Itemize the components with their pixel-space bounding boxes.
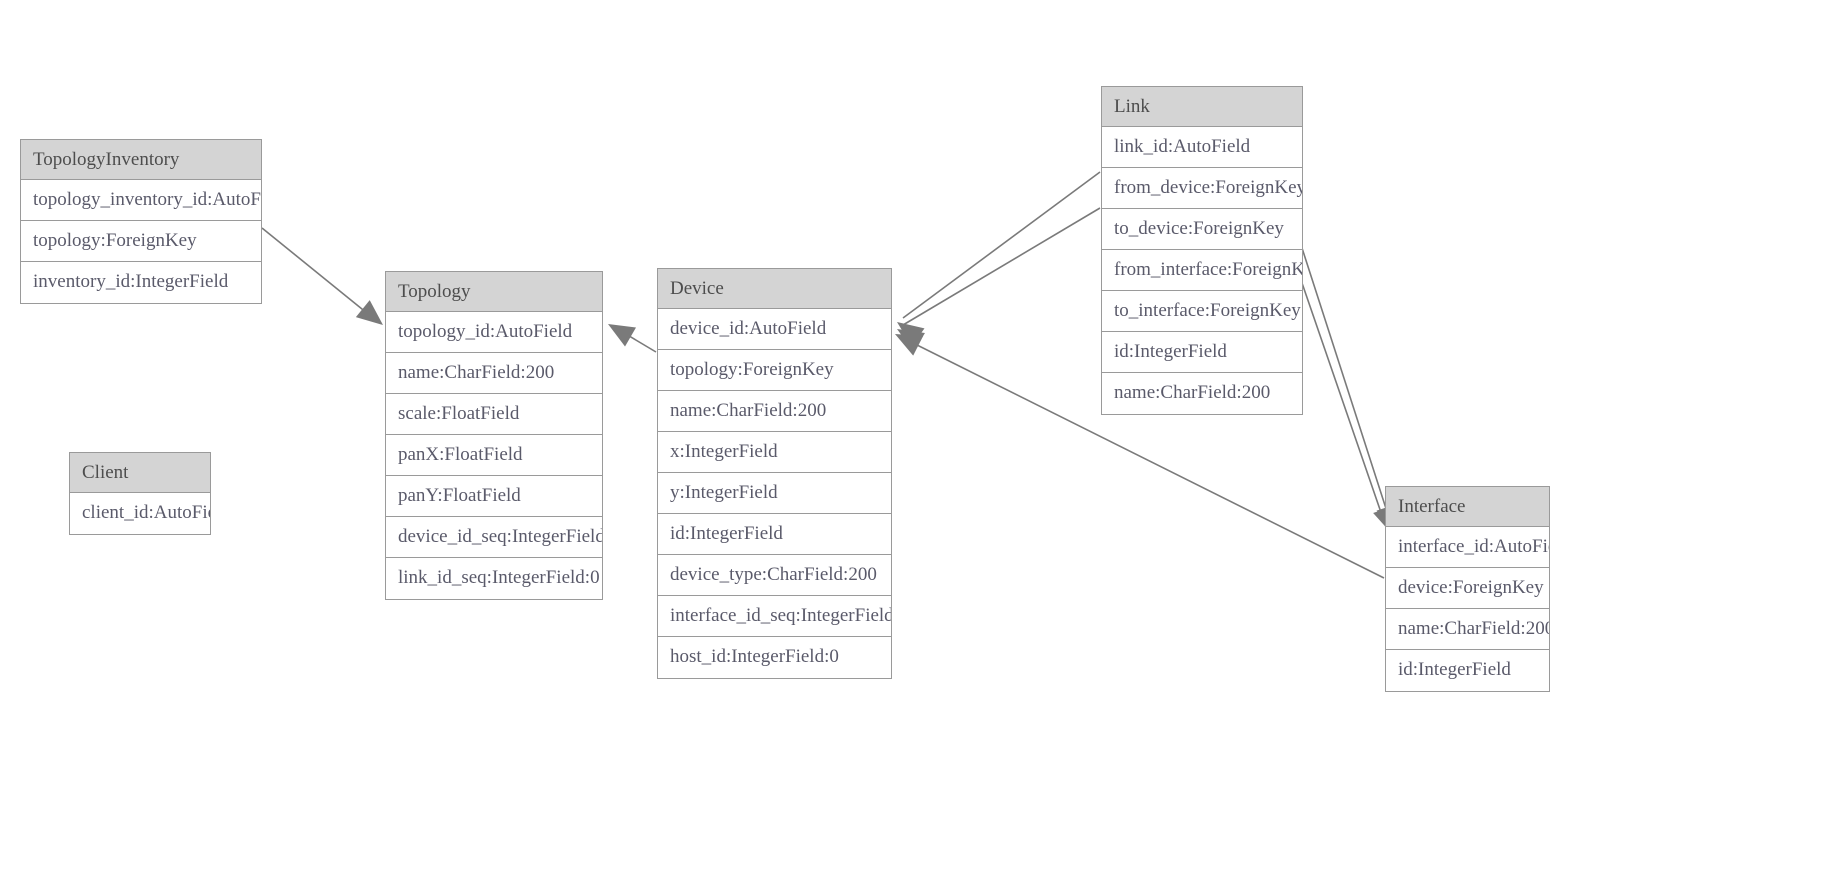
entity-title-topology-inventory: TopologyInventory	[21, 140, 261, 180]
entity-field[interactable]: name:CharField:200	[386, 353, 602, 394]
entity-client[interactable]: Client client_id:AutoField	[69, 452, 211, 535]
entity-title-client: Client	[70, 453, 210, 493]
entity-field[interactable]: from_device:ForeignKey	[1102, 168, 1302, 209]
entity-title-interface: Interface	[1386, 487, 1549, 527]
entity-field[interactable]: x:IntegerField	[658, 432, 891, 473]
entity-field[interactable]: panY:FloatField	[386, 476, 602, 517]
entity-field[interactable]: id:IntegerField	[658, 514, 891, 555]
arrowhead-icon	[897, 329, 925, 352]
edge-rel-link-todevice-device	[902, 207, 1101, 326]
entity-field[interactable]: from_interface:ForeignKey	[1102, 250, 1302, 291]
entity-field[interactable]: panX:FloatField	[386, 435, 602, 476]
entity-field[interactable]: name:CharField:200	[1114, 382, 1271, 403]
entity-field[interactable]: name:CharField:200	[1386, 609, 1549, 650]
edge-rel-link-frominterface-interface	[1301, 247, 1392, 525]
entity-field[interactable]: link_id:AutoField	[1102, 127, 1302, 168]
edge-rel-link-tointerface-interface	[1301, 282, 1387, 528]
entity-field[interactable]: device_id_seq:IntegerField:0	[386, 517, 602, 558]
entity-field[interactable]: interface_id_seq:IntegerField:0	[658, 596, 891, 637]
arrowhead-icon	[897, 322, 925, 347]
edge-rel-device-topology	[613, 326, 657, 353]
entity-title-link: Link	[1102, 87, 1302, 127]
arrowhead-icon	[608, 324, 637, 347]
entity-field[interactable]: link_id_seq:IntegerField:0	[398, 567, 600, 588]
entity-field[interactable]: device_id:AutoField	[658, 309, 891, 350]
entity-field[interactable]: to_interface:ForeignKey	[1102, 291, 1302, 332]
entity-field[interactable]: inventory_id:IntegerField	[33, 271, 229, 292]
entity-field[interactable]: topology_inventory_id:AutoField	[21, 180, 261, 221]
entity-field[interactable]: id:IntegerField	[1398, 659, 1511, 680]
entity-field[interactable]: interface_id:AutoField	[1386, 527, 1549, 568]
entity-interface[interactable]: Interfaceinterface_id:AutoFielddevice:Fo…	[1385, 486, 1550, 692]
entity-field[interactable]: device:ForeignKey	[1386, 568, 1549, 609]
entity-title-device: Device	[658, 269, 891, 309]
entity-field[interactable]: host_id:IntegerField:0	[670, 646, 839, 667]
entity-field[interactable]: to_device:ForeignKey	[1102, 209, 1302, 250]
edge-rel-topologyinventory-topology	[261, 227, 379, 323]
entity-field[interactable]: scale:FloatField	[386, 394, 602, 435]
entity-field[interactable]: client_id:AutoField	[82, 502, 210, 523]
arrowhead-icon	[895, 334, 924, 356]
edge-rel-link-fromdevice-device	[902, 171, 1101, 319]
entity-field[interactable]: name:CharField:200	[658, 391, 891, 432]
entity-field[interactable]: topology_id:AutoField	[386, 312, 602, 353]
entity-field[interactable]: device_type:CharField:200	[658, 555, 891, 596]
entity-field[interactable]: y:IntegerField	[658, 473, 891, 514]
entity-field[interactable]: topology:ForeignKey	[21, 221, 261, 262]
entity-title-topology: Topology	[386, 272, 602, 312]
entity-field[interactable]: topology:ForeignKey	[658, 350, 891, 391]
entity-field[interactable]: id:IntegerField	[1102, 332, 1302, 373]
